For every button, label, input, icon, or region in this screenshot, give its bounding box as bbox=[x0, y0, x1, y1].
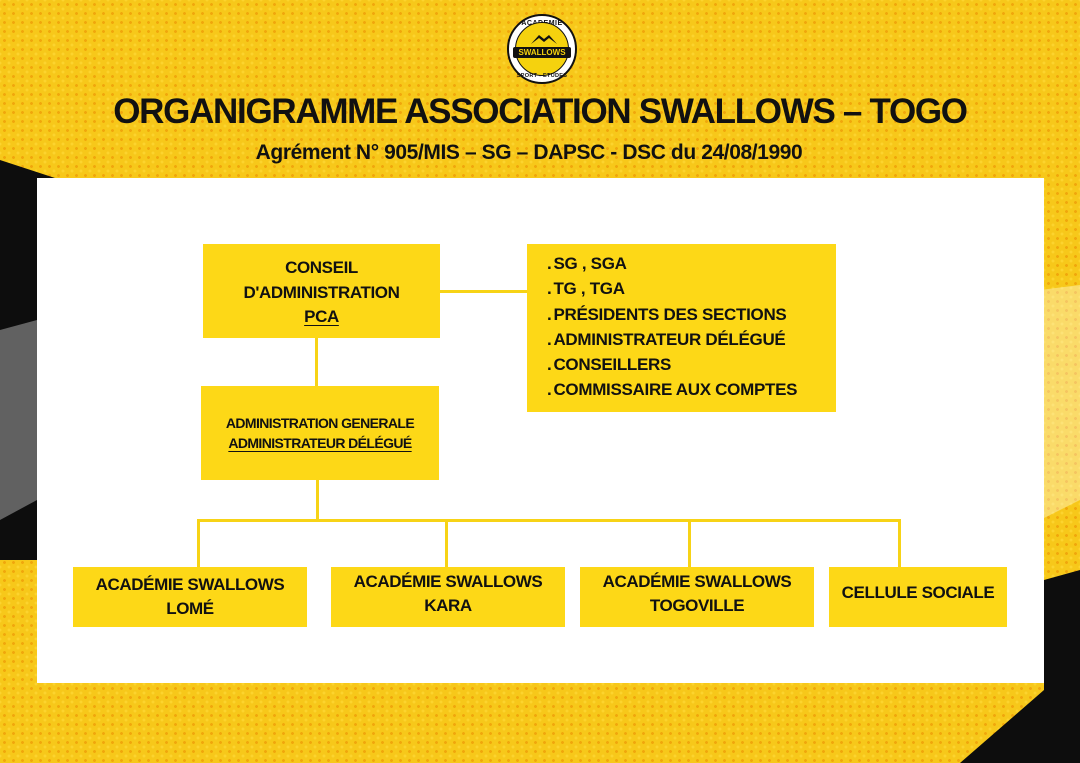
swallow-bird-icon bbox=[531, 35, 557, 44]
admin-line-2: ADMINISTRATEUR DÉLÉGUÉ bbox=[228, 435, 412, 451]
conseil-pca: PCA bbox=[304, 307, 339, 327]
member-item: PRÉSIDENTS DES SECTIONS bbox=[547, 302, 836, 327]
unit-line-1: ACADÉMIE SWALLOWS bbox=[95, 575, 285, 594]
logo-band bbox=[513, 47, 571, 58]
connector-unit-2 bbox=[445, 519, 448, 567]
member-item: TG , TGA bbox=[547, 276, 836, 301]
conseil-line-2: D'ADMINISTRATION bbox=[243, 282, 400, 302]
unit-academie-kara: ACADÉMIE SWALLOWS KARA bbox=[331, 567, 565, 627]
connector-bus bbox=[197, 519, 901, 522]
unit-line-2: KARA bbox=[424, 596, 472, 615]
member-item: SG , SGA bbox=[547, 251, 836, 276]
unit-line-1: CELLULE SOCIALE bbox=[841, 583, 995, 602]
member-item: ADMINISTRATEUR DÉLÉGUÉ bbox=[547, 327, 836, 352]
page-title: ORGANIGRAMME ASSOCIATION SWALLOWS – TOGO bbox=[113, 92, 968, 131]
connector-unit-1 bbox=[197, 519, 200, 567]
conseil-administration-box: CONSEIL D'ADMINISTRATION PCA bbox=[203, 244, 440, 338]
unit-cellule-sociale: CELLULE SOCIALE bbox=[829, 567, 1007, 627]
unit-academie-togoville: ACADÉMIE SWALLOWS TOGOVILLE bbox=[580, 567, 814, 627]
conseil-members-box: SG , SGA TG , TGA PRÉSIDENTS DES SECTION… bbox=[527, 244, 836, 412]
administration-generale-box: ADMINISTRATION GENERALE ADMINISTRATEUR D… bbox=[201, 386, 439, 480]
member-item: COMMISSAIRE AUX COMPTES bbox=[547, 377, 836, 402]
unit-line-1: ACADÉMIE SWALLOWS bbox=[353, 572, 543, 591]
academie-swallows-logo: ACADEMIE SWALLOWS SPORT - ETUDES bbox=[507, 14, 577, 84]
connector-admin-bus bbox=[316, 480, 319, 520]
admin-line-1: ADMINISTRATION GENERALE bbox=[225, 415, 415, 431]
unit-academie-lome: ACADÉMIE SWALLOWS LOMÉ bbox=[73, 567, 307, 627]
page-subtitle: Agrément N° 905/MIS – SG – DAPSC - DSC d… bbox=[255, 141, 803, 164]
unit-line-2: TOGOVILLE bbox=[649, 596, 745, 615]
unit-line-2: LOMÉ bbox=[166, 599, 214, 618]
connector-conseil-admin bbox=[315, 338, 318, 386]
connector-conseil-members bbox=[440, 290, 527, 293]
unit-line-1: ACADÉMIE SWALLOWS bbox=[602, 572, 792, 591]
logo-band-text: SWALLOWS bbox=[518, 48, 566, 57]
connector-unit-3 bbox=[688, 519, 691, 567]
member-item: CONSEILLERS bbox=[547, 352, 836, 377]
connector-unit-4 bbox=[898, 519, 901, 567]
conseil-line-1: CONSEIL bbox=[285, 258, 358, 278]
logo-bottom-text: SPORT - ETUDES bbox=[516, 73, 568, 79]
